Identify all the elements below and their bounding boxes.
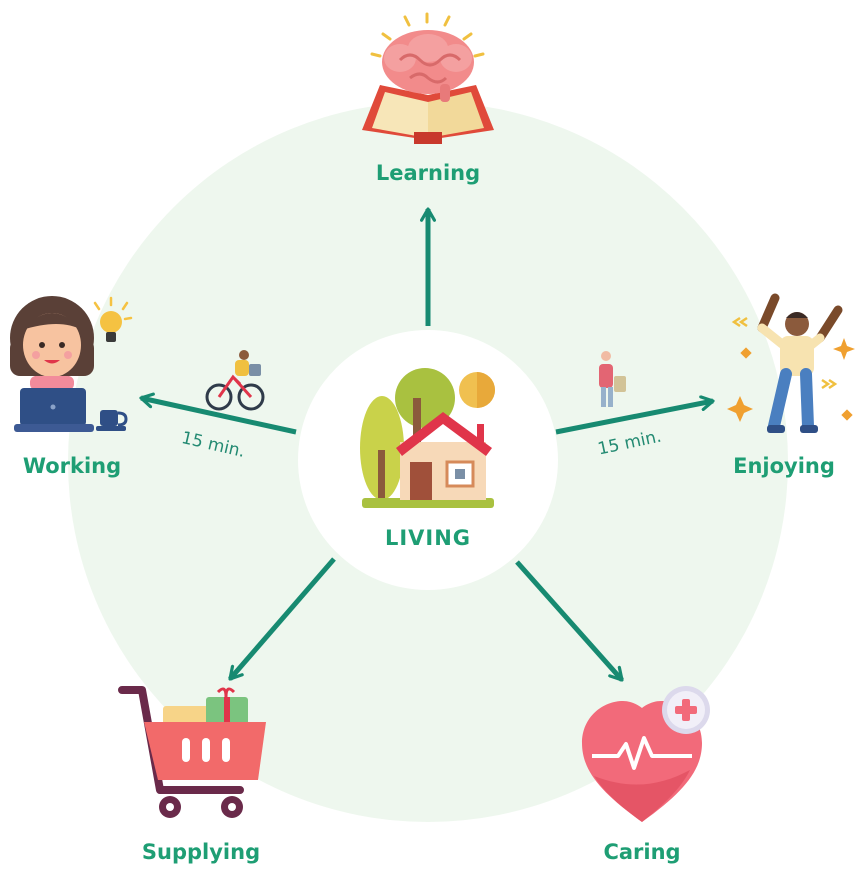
bicycle-icon xyxy=(205,350,265,411)
arrow-to-working xyxy=(139,392,297,435)
brain-on-book-icon xyxy=(362,12,494,144)
heart-health-icon xyxy=(582,686,710,822)
node-label-supplying: Supplying xyxy=(141,840,261,864)
arrow-to-supplying xyxy=(228,557,336,681)
dancing-man-icon xyxy=(727,293,855,433)
node-label-learning: Learning xyxy=(375,161,481,185)
woman-at-laptop-icon xyxy=(10,296,133,432)
arrow-to-caring xyxy=(515,560,624,682)
center-label: LIVING xyxy=(384,526,472,550)
node-label-enjoying: Enjoying xyxy=(733,454,835,478)
node-label-caring: Caring xyxy=(603,840,681,864)
walking-person-icon xyxy=(599,351,626,407)
shopping-cart-icon xyxy=(118,686,266,818)
house-with-trees-icon xyxy=(360,368,495,508)
node-label-working: Working xyxy=(22,454,122,478)
arrow-to-enjoying xyxy=(555,395,715,435)
